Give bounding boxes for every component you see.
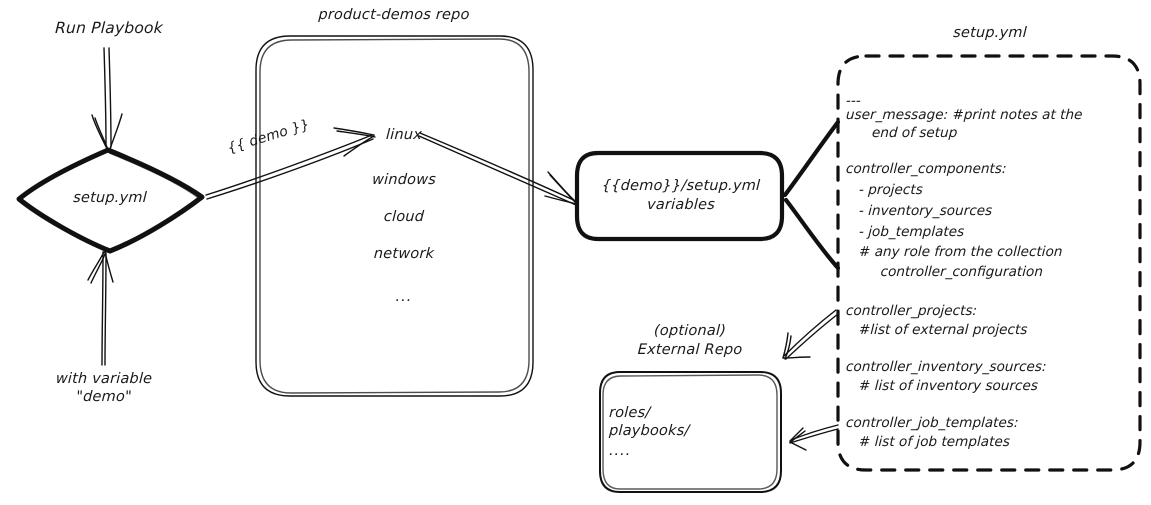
setup-yml-panel-dashed-box [836, 54, 1142, 472]
repo-item-network: network [373, 246, 435, 262]
with-variable-label-line2: "demo" [75, 389, 133, 405]
edges-panel-to-variables [782, 119, 841, 271]
repo-item-cloud: cloud [383, 209, 425, 225]
yaml-line-7: - job_templates [845, 224, 965, 240]
external-repo-box [599, 371, 782, 493]
run-playbook-label: Run Playbook [54, 19, 164, 37]
arrow-demo-to-linux [205, 127, 376, 200]
yaml-line-6: - inventory_sources [845, 203, 993, 219]
external-repo-item-roles: roles/ [608, 405, 651, 421]
external-repo-title-line1: (optional) [653, 323, 727, 339]
arrow-with-variable [87, 251, 114, 366]
with-variable-label-line1: with variable [55, 371, 153, 387]
external-repo-item-ellipsis: .... [608, 443, 632, 459]
yaml-line-15: # list of inventory sources [845, 378, 1039, 394]
yaml-line-9: controller_configuration [845, 264, 1044, 280]
product-demos-repo-box [255, 35, 534, 397]
repo-item-windows: windows [371, 172, 437, 188]
yaml-line-4: controller_components: [845, 161, 1007, 177]
arrow-job-templates-to-external-repo [789, 424, 839, 451]
variables-node-box [574, 150, 785, 242]
yaml-line-5: - projects [845, 182, 924, 198]
variables-node-line1: {{demo}}/setup.yml [601, 178, 761, 194]
yaml-line-18: # list of job templates [845, 434, 1011, 450]
yaml-line-8: # any role from the collection [845, 244, 1063, 260]
yaml-line-2: end of setup [845, 125, 958, 141]
arrow-projects-to-external-repo [782, 309, 839, 360]
setup-yml-diamond [16, 147, 205, 254]
yaml-line-14: controller_inventory_sources: [845, 359, 1047, 375]
product-demos-repo-title: product-demos repo [318, 7, 471, 23]
external-repo-item-playbooks: playbooks/ [608, 423, 690, 439]
setup-yml-panel-title: setup.yml [952, 25, 1028, 41]
yaml-line-17: controller_job_templates: [845, 415, 1019, 431]
arrow-run-playbook [91, 47, 123, 151]
variables-node-line2: variables [646, 197, 716, 213]
repo-item-ellipsis: ... [395, 289, 413, 305]
yaml-line-11: controller_projects: [845, 303, 978, 319]
repo-item-linux: linux [385, 127, 423, 143]
arrow-linux-to-variables [418, 132, 579, 206]
yaml-line-1: user_message: #print notes at the [845, 107, 1083, 123]
yaml-line-12: #list of external projects [845, 322, 1028, 338]
external-repo-title-line2: External Repo [637, 342, 743, 358]
setup-yml-diamond-label: setup.yml [72, 190, 148, 206]
